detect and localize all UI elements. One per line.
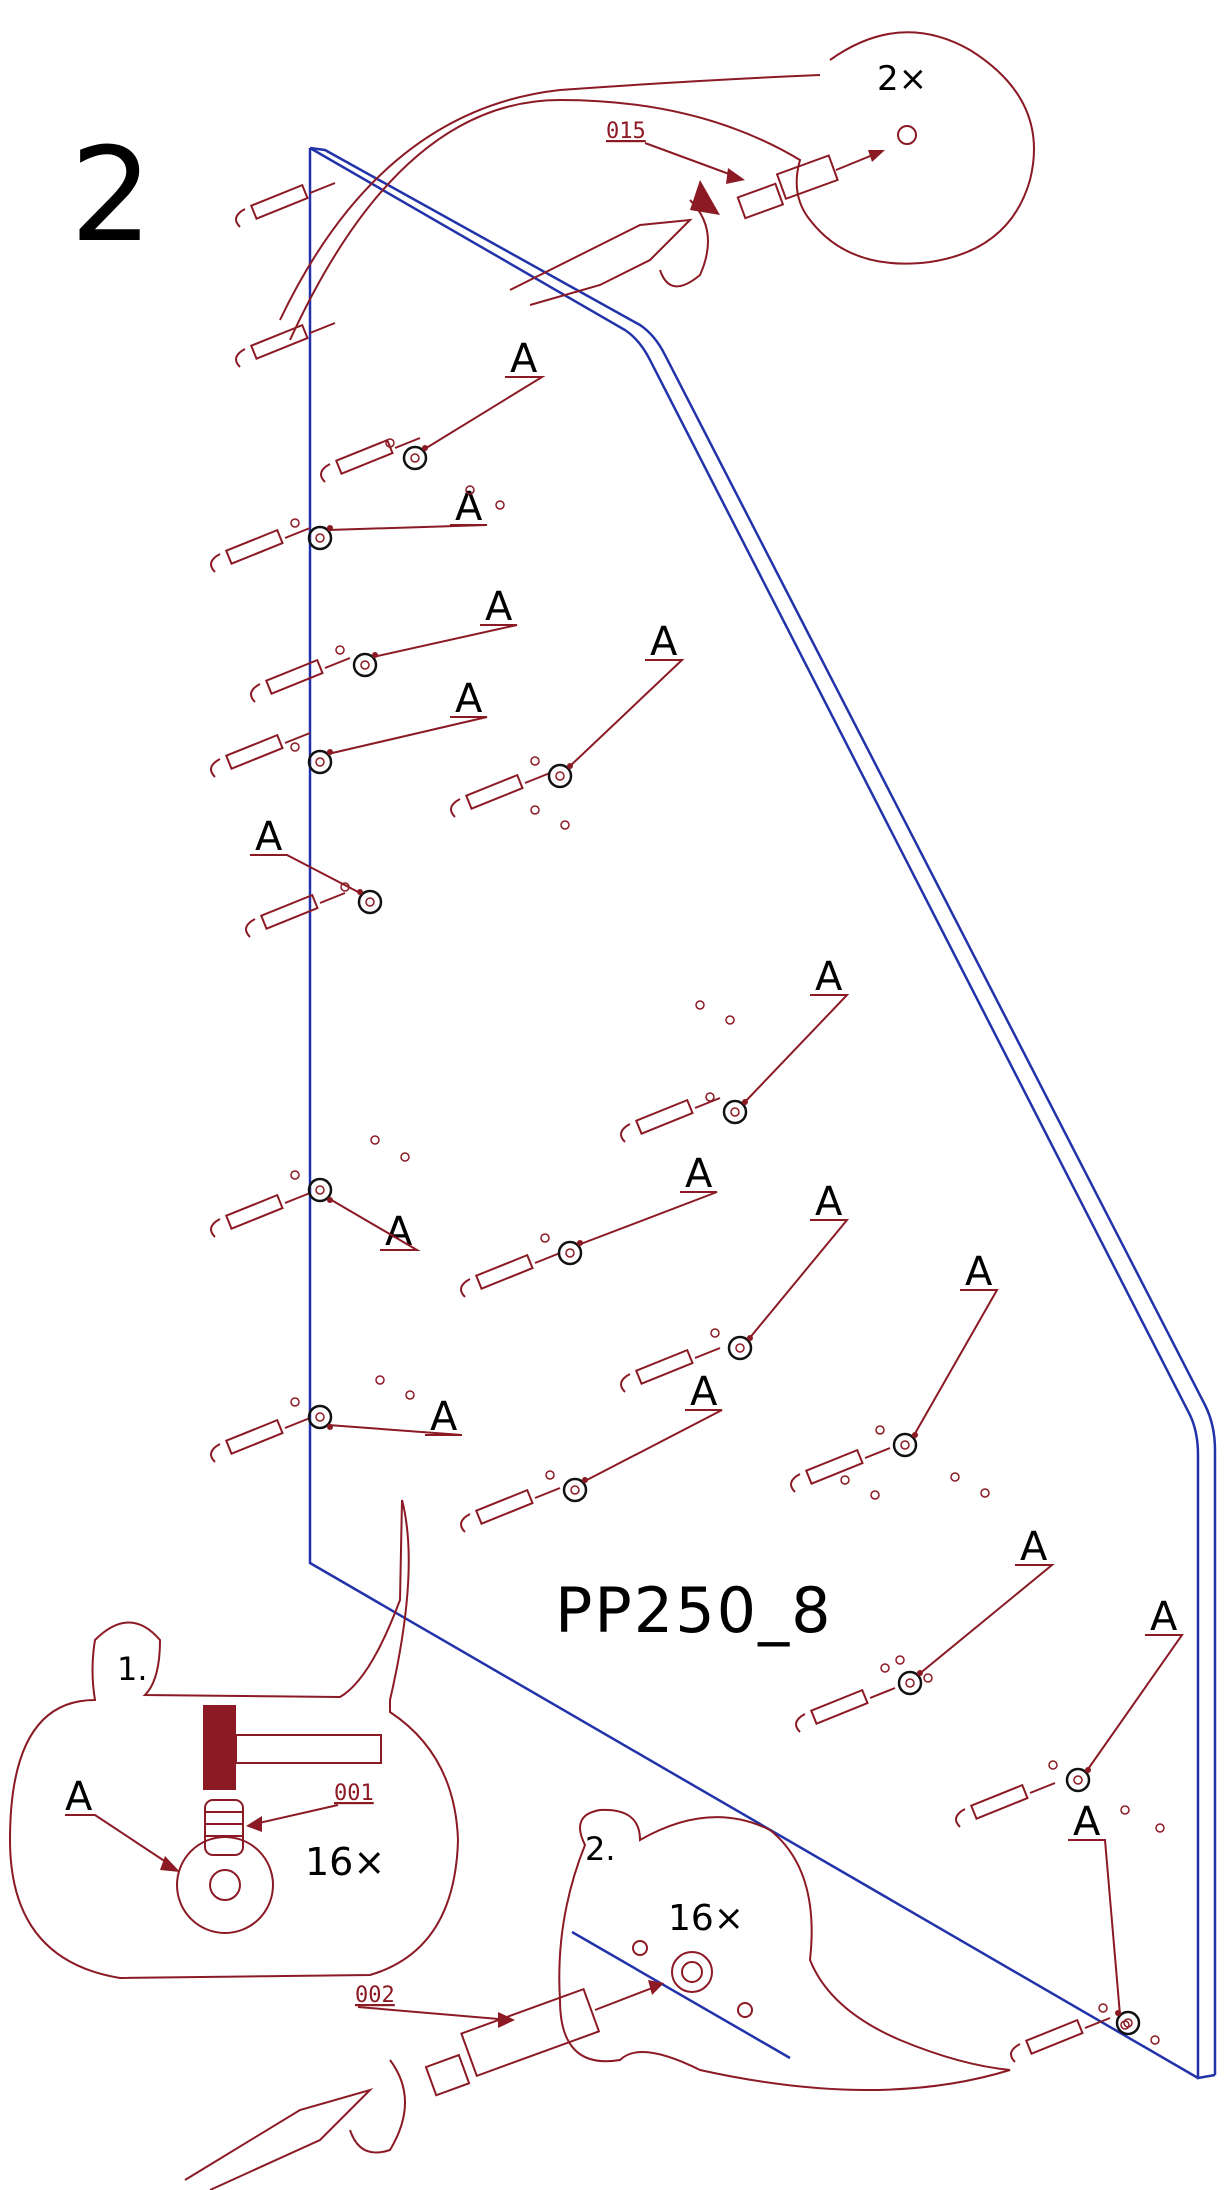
part-015-label: 015 [606, 119, 646, 144]
fastener-8: A [245, 814, 383, 938]
marker-a-label: A [385, 1209, 413, 1255]
hole-6 [725, 1015, 735, 1025]
hole-16 [923, 1673, 933, 1683]
hole-13 [950, 1472, 960, 1482]
connector-002 [424, 1980, 664, 2097]
panel-code: PP250_8 [555, 1574, 833, 1647]
hole-10 [405, 1390, 415, 1400]
fastener-2 [235, 322, 336, 368]
marker-a-label: A [685, 1151, 713, 1197]
hole-8 [400, 1152, 410, 1162]
detail-1-callout: 1. 001 16× A [8, 1499, 460, 1980]
hole-3 [530, 805, 540, 815]
hole-11 [840, 1475, 850, 1485]
detail-1-index: 1. [117, 1650, 148, 1688]
part-002-label: 002 [355, 1983, 395, 2008]
marker-a-label: A [255, 814, 283, 860]
hole-1 [465, 485, 475, 495]
marker-a-label: A [1020, 1524, 1048, 1570]
fastener-11: A [460, 1151, 718, 1298]
hole-9 [375, 1375, 385, 1385]
fastener-10: A [210, 1170, 421, 1255]
hole-20 [1150, 2035, 1160, 2045]
hole-12 [870, 1490, 880, 1500]
hole-4 [560, 820, 570, 830]
screwdriver-icon [509, 180, 720, 306]
hole-18 [1155, 1823, 1165, 1833]
marker-a-label: A [815, 954, 843, 1000]
part-001-label: 001 [334, 1781, 374, 1806]
detail-1-marker: A [65, 1774, 93, 1820]
hammer-icon [203, 1705, 382, 1790]
fastener-7: A [450, 619, 685, 818]
marker-a-label: A [965, 1249, 993, 1295]
detail-2-qty: 16× [668, 1898, 744, 1939]
fastener-1 [235, 182, 336, 228]
marker-a-label: A [1073, 1799, 1101, 1845]
hole-15 [895, 1655, 905, 1665]
fastener-14: A [460, 1369, 723, 1533]
screwdriver-icon-2 [184, 2059, 406, 2190]
marker-a-label: A [510, 336, 538, 382]
marker-a-label: A [455, 676, 483, 722]
top-callout: 2× 015 [279, 31, 1035, 341]
fastener-12: A [620, 1179, 850, 1393]
fastener-6: A [210, 676, 488, 778]
hole-2 [495, 500, 505, 510]
hole-19 [1120, 2020, 1130, 2030]
step-number: 2 [70, 119, 153, 271]
hole-17 [1120, 1805, 1130, 1815]
marker-a-label: A [485, 584, 513, 630]
top-callout-qty: 2× [877, 59, 927, 99]
detail-2-index: 2. [585, 1830, 616, 1868]
marker-a-label: A [815, 1179, 843, 1225]
marker-a-label: A [455, 484, 483, 530]
fastener-4: A [210, 484, 488, 573]
hole-5 [695, 1000, 705, 1010]
hole-7 [370, 1135, 380, 1145]
connector-015 [736, 150, 885, 220]
marker-a-label: A [1150, 1594, 1178, 1640]
marker-a-label: A [650, 619, 678, 665]
detail-1-qty: 16× [305, 1840, 385, 1884]
fastener-17: A [955, 1594, 1184, 1828]
insert-001 [176, 1799, 274, 1934]
marker-a-label: A [690, 1369, 718, 1415]
fastener-13: A [210, 1394, 463, 1463]
detail-2-callout: 2. 16× 002 [184, 1808, 1011, 2190]
fastener-9: A [620, 954, 850, 1143]
fastener-16: A [795, 1524, 1055, 1733]
fastener-3: A [320, 336, 546, 483]
fastener-18: A [1010, 1799, 1141, 2063]
panel-outline [308, 146, 1217, 2080]
fastener-15: A [790, 1249, 999, 1493]
hole-14 [980, 1488, 990, 1498]
fastener-5: A [250, 584, 518, 703]
